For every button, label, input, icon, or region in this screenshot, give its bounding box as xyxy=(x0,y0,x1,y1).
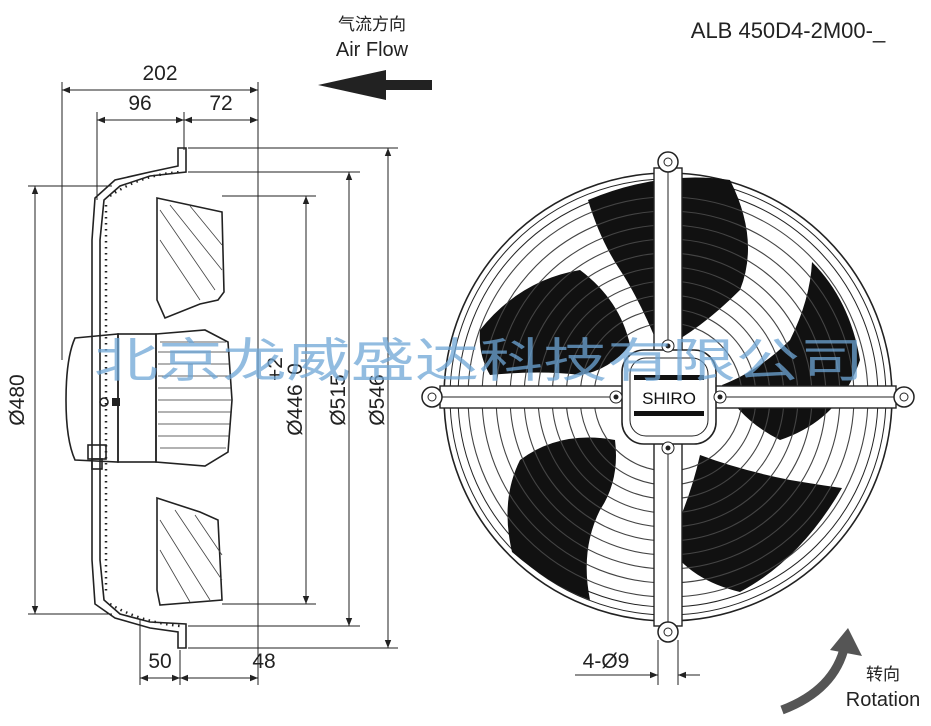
airflow-cn-label: 气流方向 xyxy=(338,15,406,34)
side-view: 202 96 72 xyxy=(6,62,398,685)
dim-72-label: 72 xyxy=(209,92,232,115)
dim-202-label: 202 xyxy=(142,62,177,85)
tolerance-zero-label: 0 xyxy=(284,363,307,375)
dim-546-label: Ø546 xyxy=(366,374,389,425)
front-view: SHIRO 4-Ø9 转向 Rotation xyxy=(421,151,921,715)
rotation-en-label: Rotation xyxy=(846,689,921,711)
rotation-arrow-icon xyxy=(780,628,862,715)
airflow-en-label: Air Flow xyxy=(336,39,409,61)
watermark: 北京龙威盛达科技有限公司 xyxy=(94,334,864,389)
airflow-arrow-icon xyxy=(318,70,432,100)
dim-480-label: Ø480 xyxy=(6,374,29,425)
dim-50-label: 50 xyxy=(148,650,171,673)
holes-label: 4-Ø9 xyxy=(583,650,630,673)
model-number: ALB 450D4-2M00-_ xyxy=(691,18,886,43)
rotation-cn-label: 转向 xyxy=(866,665,900,684)
dim-96-label: 96 xyxy=(128,92,151,115)
tolerance-plus-label: +2 xyxy=(264,357,287,381)
dim-446-label: Ø446 xyxy=(284,384,307,435)
dim-515-label: Ø515 xyxy=(327,374,350,425)
mounting-lugs xyxy=(421,151,915,643)
dim-48-label: 48 xyxy=(252,650,275,673)
brand-logo: SHIRO xyxy=(642,389,696,408)
